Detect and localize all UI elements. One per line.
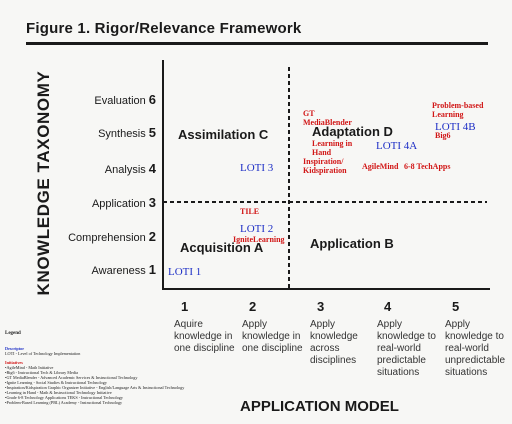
loti-4b: LOTI 4B (435, 121, 476, 133)
initiative-problem-based-learning: Problem-based Learning (432, 101, 484, 119)
initiative-ignite-learning: IgniteLearning (233, 235, 285, 244)
column-5-number: 5 (452, 299, 460, 314)
legend-item: •Learning in Hand - Math & Instructional… (5, 390, 112, 395)
legend-item: •Big6 - Instructional Tech & Library Med… (5, 370, 78, 375)
legend-item: •Inspiration/Kidspiration Graphic Organi… (5, 385, 185, 390)
loti-3: LOTI 3 (240, 162, 274, 174)
column-3-number: 3 (317, 299, 325, 314)
application-model-label: APPLICATION MODEL (240, 398, 399, 415)
title-rule (26, 42, 488, 45)
column-4-description: Apply knowledge to real-world predictabl… (377, 319, 436, 378)
loti-4a: LOTI 4A (376, 140, 418, 152)
quadrant-d-label: Adaptation D (312, 124, 393, 139)
initiative-inspiration: Inspiration/ Kidspiration (303, 157, 347, 175)
knowledge-taxonomy-label: KNOWLEDGE TAXONOMY (34, 70, 53, 296)
quadrant-a-label: Acquisition A (180, 240, 264, 255)
column-2-number: 2 (249, 299, 257, 314)
loti-1: LOTI 1 (168, 266, 202, 278)
legend-item: •Grade 6-8 Technology Applications TEKS … (5, 395, 123, 400)
legend-descriptor-text: LOTI - Level of Technology Implementatio… (5, 351, 81, 356)
loti-2: LOTI 2 (240, 223, 274, 235)
initiative-agilemind: AgileMind (362, 162, 399, 171)
initiative-gt-mediablender: GT MediaBlender (303, 109, 352, 127)
quadrant-c-label: Assimilation C (178, 127, 269, 142)
legend-descriptor-heading: Descriptor (5, 346, 25, 351)
legend-item: •AgileMind - Math Initiative (5, 365, 54, 370)
column-4-number: 4 (384, 299, 392, 314)
legend-initiatives-heading: Initiatives (5, 360, 23, 365)
initiative-tile: TILE (240, 207, 260, 216)
column-3-description: Apply knowledge across disciplines (310, 319, 358, 366)
legend-title: Legend (5, 331, 21, 336)
quadrant-b-label: Application B (310, 236, 394, 251)
figure-title: Figure 1. Rigor/Relevance Framework (26, 20, 302, 37)
legend-item: •GT MediaBlender - Advanced Academic Ser… (5, 375, 138, 380)
column-5-description: Apply knowledge to real-world unpredicta… (445, 319, 506, 378)
initiative-6-8-techapps: 6-8 TechApps (404, 162, 451, 171)
legend-item: •Ignite Learning - Social Studies & Inst… (5, 380, 107, 385)
legend-item: •Problem-Based Learning (PBL) Academy - … (5, 400, 123, 405)
column-1-description: Aquire knowledge in one discipline (174, 319, 235, 354)
initiative-big6: Big6 (435, 131, 451, 140)
column-1-number: 1 (181, 299, 189, 314)
column-2-description: Apply knowledge in one discipline (242, 319, 303, 354)
initiative-learning-in-hand: Learning in Hand (312, 139, 353, 157)
